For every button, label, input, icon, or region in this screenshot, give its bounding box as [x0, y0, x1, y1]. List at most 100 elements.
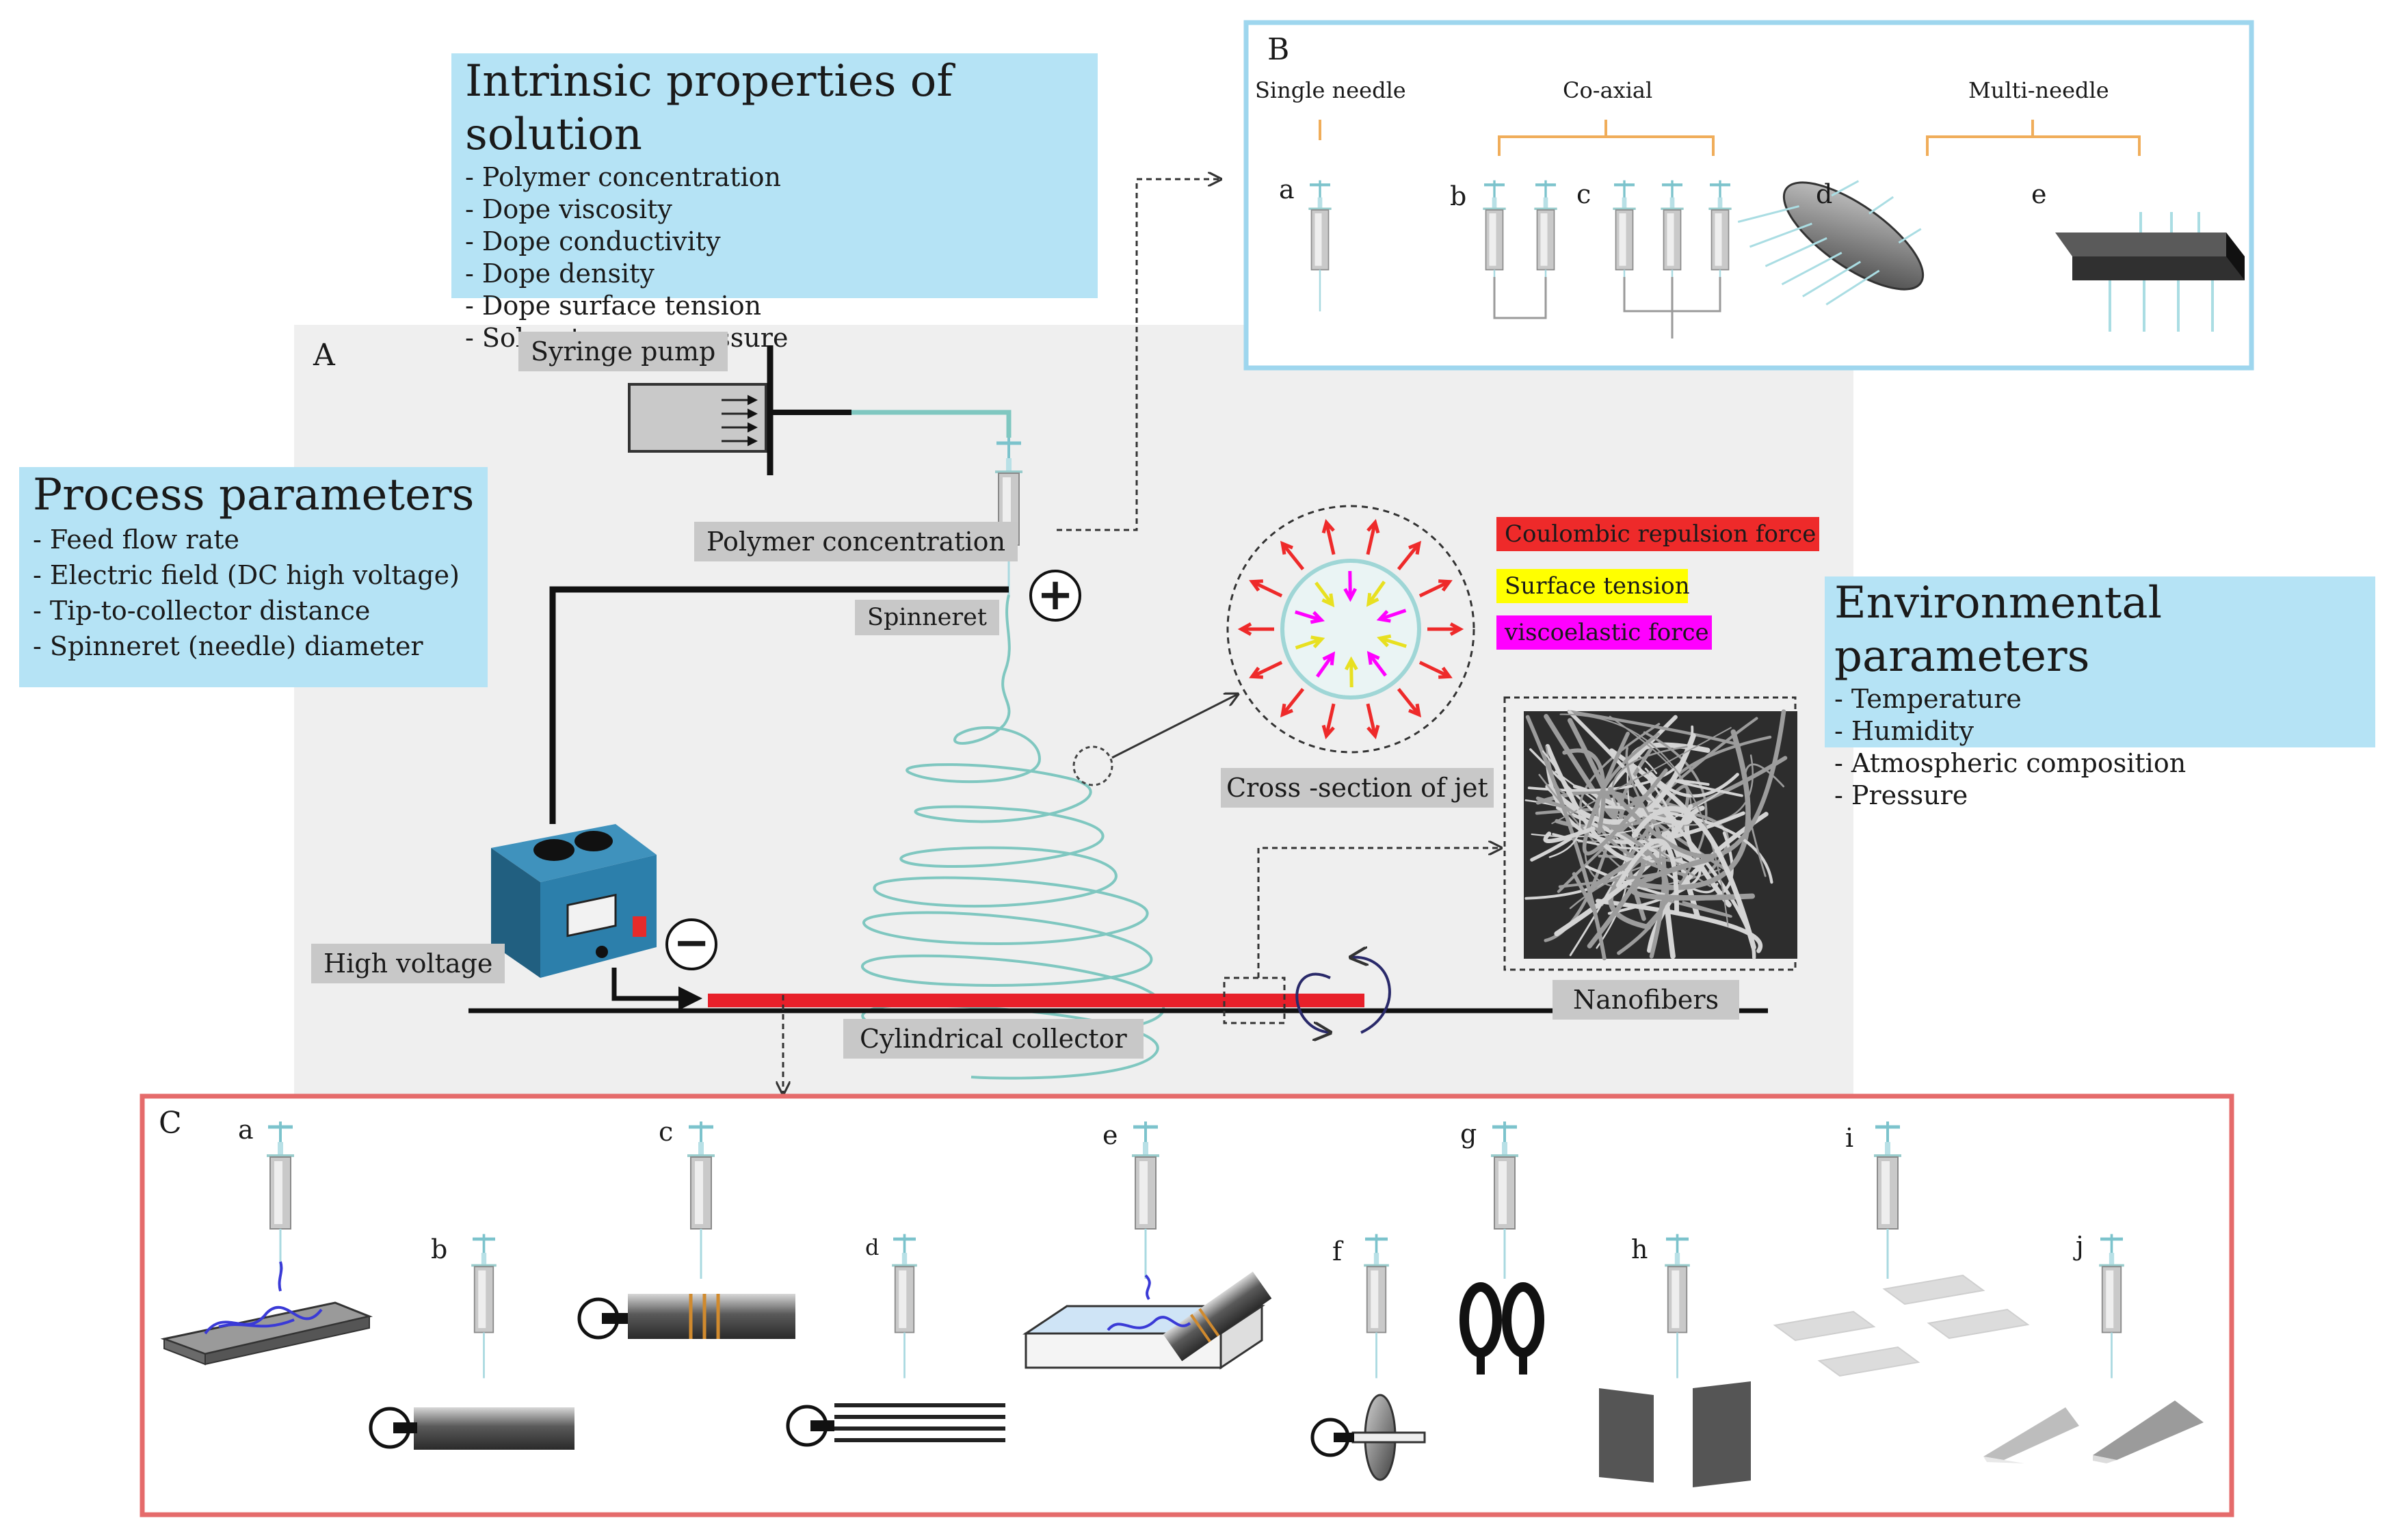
- syringe-pump-label: Syringe pump: [518, 332, 728, 371]
- panel-c-item-f: f: [1332, 1236, 1343, 1266]
- environmental-item: - Temperature: [1834, 684, 2022, 714]
- spinneret-label: Spinneret: [855, 600, 999, 635]
- coulombic-arrow-head: [1408, 540, 1422, 555]
- single-needle-header: Single needle: [1255, 77, 1406, 103]
- coulombic-arrow-head: [1321, 724, 1335, 740]
- coulombic-arrow-head: [1321, 518, 1335, 534]
- nanofiber-strand: [1559, 713, 1729, 927]
- coulombic-arrow-head: [1366, 518, 1380, 534]
- panel-c-item-i: i: [1845, 1123, 1854, 1153]
- coaxial-header: Co-axial: [1563, 77, 1653, 103]
- coulombic-arrow: [1281, 542, 1305, 570]
- nanofiber-strand: [1545, 743, 1693, 863]
- surface-tension-arrow: [1295, 637, 1323, 650]
- surface-tension-arrow: [1379, 636, 1407, 648]
- process-item: - Spinneret (needle) diameter: [33, 631, 423, 661]
- intrinsic-properties-list: - Polymer concentration - Dope viscosity…: [465, 161, 1098, 354]
- panel-c-item-d: d: [865, 1234, 880, 1260]
- coulombic-arrow-head: [1280, 703, 1293, 718]
- panel-b-item-a: a: [1279, 174, 1295, 204]
- nanofiber-strand: [1630, 855, 1756, 901]
- intrinsic-item: - Polymer concentration: [465, 162, 781, 192]
- coulombic-arrow: [1366, 703, 1377, 736]
- coulombic-arrow-head: [1249, 666, 1263, 679]
- high-voltage-label: High voltage: [311, 944, 505, 983]
- coulombic-arrow-head: [1249, 579, 1263, 592]
- nanofiber-strand: [1608, 709, 1786, 859]
- intrinsic-properties-box: Intrinsic properties of solution - Polym…: [451, 53, 1098, 353]
- coulombic-arrow: [1397, 542, 1421, 570]
- viscoelastic-arrow-head: [1322, 651, 1336, 665]
- coulombic-arrow-head: [1408, 703, 1422, 718]
- nanofiber-strand: [1545, 733, 1696, 825]
- coulombic-arrow: [1418, 661, 1451, 678]
- nanofiber-strand: [1555, 806, 1699, 868]
- environmental-item: - Atmospheric composition: [1834, 748, 2187, 778]
- nanofiber-strand: [1647, 812, 1769, 953]
- surface-tension-arrow-head: [1321, 593, 1335, 608]
- polymer-concentration-label: Polymer concentration: [694, 522, 1018, 561]
- nanofibers-label: Nanofibers: [1553, 980, 1740, 1020]
- nanofiber-strand: [1544, 714, 1617, 821]
- nanofiber-strand: [1543, 826, 1596, 844]
- coulombic-arrow: [1418, 580, 1451, 598]
- coulombic-arrow: [1281, 688, 1305, 716]
- negative-terminal-icon: −: [665, 918, 717, 970]
- panel-c-item-j: j: [2076, 1231, 2084, 1261]
- nanofiber-strand: [1743, 763, 1785, 877]
- cross-section-label: Cross -section of jet: [1221, 768, 1494, 808]
- panel-c-item-b: b: [431, 1234, 448, 1264]
- process-item: - Tip-to-collector distance: [33, 596, 371, 626]
- environmental-parameters-list: - Temperature - Humidity - Atmospheric c…: [1834, 683, 2375, 812]
- surface-tension-arrow-head: [1377, 634, 1392, 648]
- surface-tension-arrow-head: [1310, 635, 1325, 648]
- cylindrical-collector-label: Cylindrical collector: [843, 1019, 1144, 1059]
- panel-b-item-e: e: [2031, 179, 2047, 209]
- panel-c-item-h: h: [1631, 1234, 1648, 1264]
- intrinsic-properties-title: Intrinsic properties of solution: [465, 56, 953, 160]
- nanofiber-strand: [1649, 771, 1739, 798]
- viscoelastic-arrow: [1348, 570, 1352, 599]
- panel-b-item-d: d: [1816, 179, 1833, 209]
- coulombic-arrow-head: [1366, 724, 1380, 740]
- viscoelastic-arrow-head: [1366, 650, 1380, 665]
- environmental-item: - Pressure: [1834, 780, 1968, 810]
- process-parameters-title: Process parameters: [33, 470, 475, 520]
- nanofiber-strand: [1587, 858, 1646, 948]
- nanofiber-strand: [1674, 779, 1743, 797]
- process-item: - Electric field (DC high voltage): [33, 560, 460, 590]
- nanofiber-strand: [1562, 748, 1606, 834]
- panel-c-letter: C: [159, 1106, 182, 1141]
- panel-c-item-g: g: [1460, 1119, 1477, 1149]
- environmental-parameters-title: Environmental parameters: [1834, 578, 2163, 682]
- coulombic-arrow-head: [1438, 579, 1453, 592]
- viscoelastic-arrow: [1379, 609, 1407, 621]
- panel-c-item-e: e: [1102, 1120, 1118, 1150]
- coulombic-arrow: [1251, 580, 1283, 598]
- nanofiber-strand: [1615, 838, 1679, 916]
- nanofiber-strand: [1538, 773, 1661, 882]
- viscoelastic-arrow-head: [1343, 587, 1358, 602]
- coulombic-arrow-head: [1237, 622, 1252, 636]
- viscoelastic-force-legend: viscoelastic force: [1496, 615, 1712, 650]
- viscoelastic-arrow: [1295, 610, 1322, 622]
- environmental-item: - Humidity: [1834, 716, 1974, 746]
- viscoelastic-arrow: [1315, 653, 1335, 678]
- coulombic-arrow: [1397, 688, 1421, 716]
- nanofiber-strand: [1604, 805, 1773, 884]
- panel-b-letter: B: [1267, 32, 1290, 67]
- process-item: - Feed flow rate: [33, 525, 239, 555]
- viscoelastic-arrow-head: [1376, 610, 1391, 623]
- environmental-parameters-box: Environmental parameters - Temperature -…: [1825, 576, 2375, 810]
- coulombic-arrow: [1324, 522, 1336, 555]
- intrinsic-item: - Dope conductivity: [465, 226, 721, 256]
- process-parameters-box: Process parameters - Feed flow rate - El…: [19, 467, 488, 687]
- surface-tension-arrow: [1315, 581, 1334, 606]
- coulombic-arrow: [1366, 522, 1377, 555]
- panel-b-item-c: c: [1576, 179, 1591, 209]
- nanofiber-strand: [1525, 715, 1607, 961]
- panel-c-item-a: a: [238, 1115, 254, 1145]
- intrinsic-item: - Dope surface tension: [465, 291, 762, 321]
- coulombic-arrow-head: [1438, 666, 1453, 679]
